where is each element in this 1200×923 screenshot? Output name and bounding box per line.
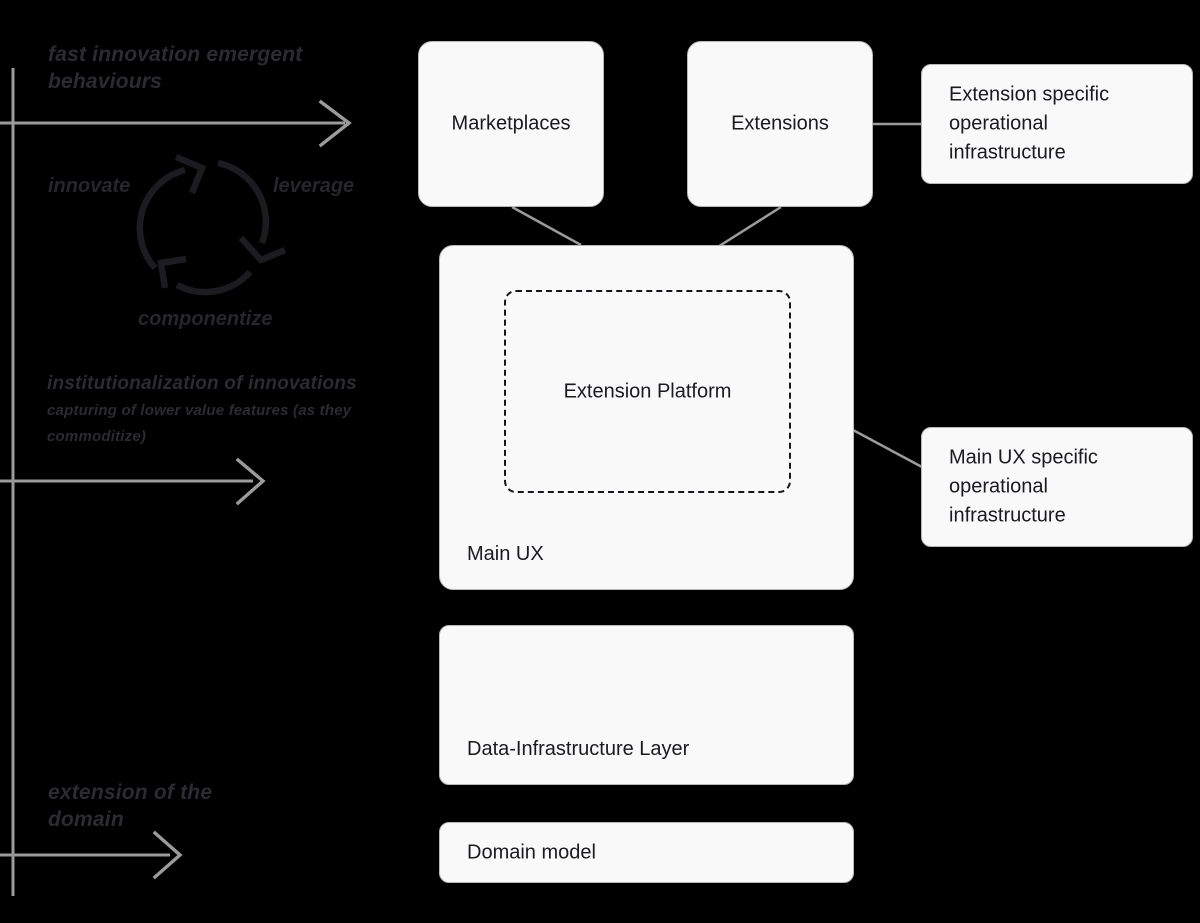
axis-arrow-institutionalization [0,457,266,506]
box-marketplaces[interactable]: Marketplaces [418,41,604,207]
cycle-arc-leverage [217,159,270,245]
box-domain-model-label: Domain model [467,841,596,863]
box-extension-specific-infrastructure[interactable]: Extension specific operational infrastru… [921,64,1193,184]
cycle-arrowhead-left [157,255,187,289]
annotation-fast-innovation: fast innovation emergent behaviours [48,42,388,96]
annotation-institutionalization: institutionalization of innovations capt… [47,372,417,446]
box-marketplaces-label: Marketplaces [451,112,571,135]
box-data-infrastructure-layer[interactable]: Data-Infrastructure Layer [439,625,854,785]
box-extension-platform[interactable]: Extension Platform [504,290,791,493]
box-main-ux-label: Main UX [467,543,544,565]
box-main-ux-specific-infrastructure-label: Main UX specific operational infrastruct… [949,446,1098,527]
annotation-fast-innovation-line2: behaviours [48,69,163,93]
connector-marketplaces-mainux [511,205,582,247]
axis-arrow-fast-innovation [0,99,352,148]
cycle-label-innovate: innovate [48,175,131,197]
cycle-label-leverage: leverage [273,175,355,197]
cycle-arrowhead-right [238,235,287,264]
box-extensions[interactable]: Extensions [687,41,873,207]
connector-mainux-mainuxinfra [852,428,923,469]
annotation-extension-of-domain-line2: domain [48,807,124,831]
box-domain-model[interactable]: Domain model [439,822,854,883]
cycle-icon [136,154,287,296]
box-data-infrastructure-layer-label: Data-Infrastructure Layer [467,738,690,760]
box-extension-platform-label: Extension Platform [563,380,732,402]
annotation-institutionalization-line1: institutionalization of innovations [47,373,357,394]
cycle-arrowhead-top [174,154,207,195]
axis-arrow-extension-of-domain [0,830,183,880]
annotation-extension-of-domain-line1: extension of the [48,781,213,804]
box-extension-specific-infrastructure-label: Extension specific operational infrastru… [949,83,1110,164]
box-main-ux[interactable]: Main UX [439,245,854,590]
annotation-institutionalization-line3: commoditize) [47,427,147,445]
box-extensions-label: Extensions [731,112,829,135]
annotation-institutionalization-line2: capturing of lower value features (as th… [47,402,352,420]
cycle-label-componentize: componentize [138,308,273,330]
cycle-arc-componentize [175,269,253,296]
cycle-arc-innovate [136,166,186,271]
box-main-ux-specific-infrastructure[interactable]: Main UX specific operational infrastruct… [921,427,1193,547]
annotation-fast-innovation-line1: fast innovation emergent [48,43,303,66]
annotation-extension-of-domain: extension of the domain [48,780,348,834]
